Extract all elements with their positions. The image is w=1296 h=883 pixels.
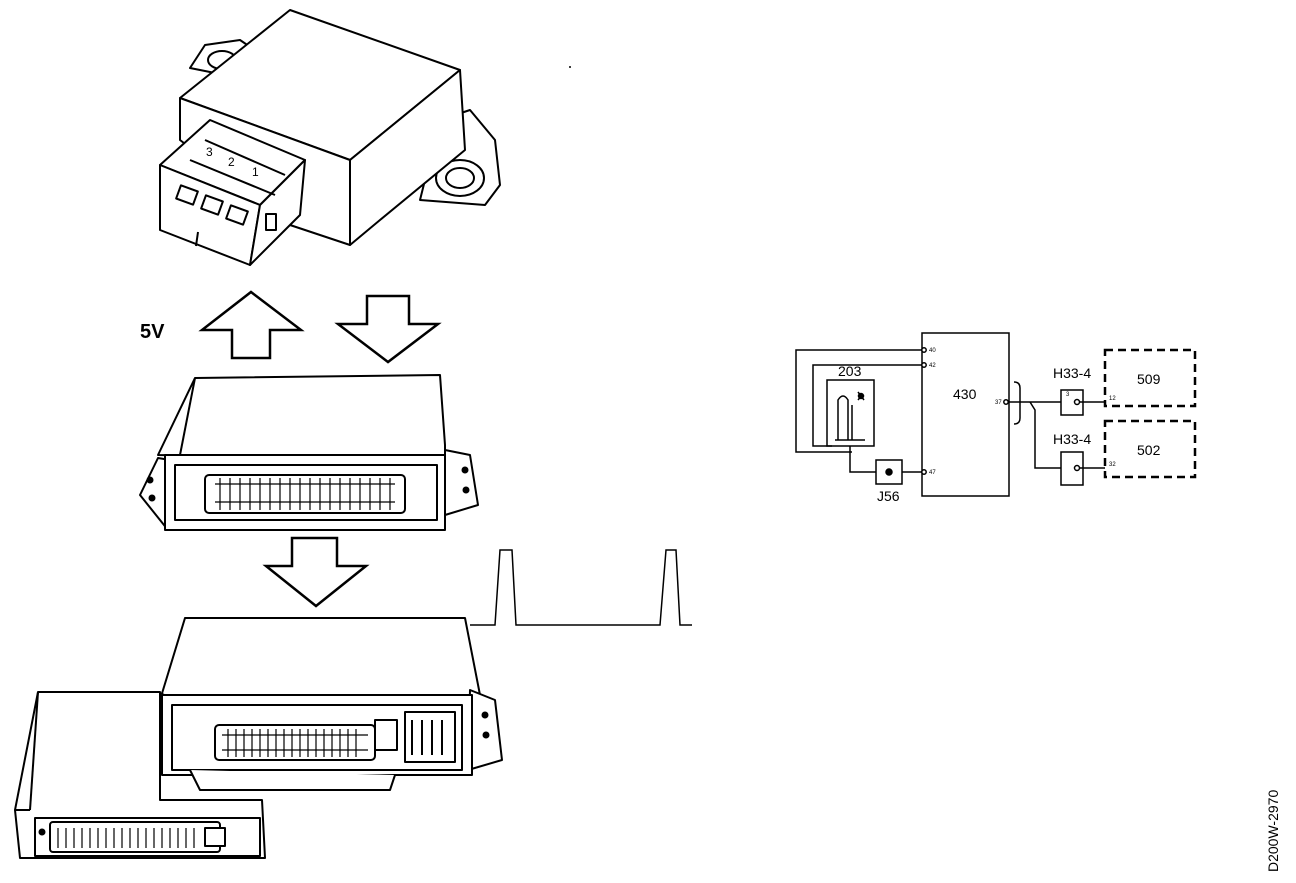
- supply-voltage-label: 5V: [140, 321, 165, 343]
- control-module-rear: [14, 691, 266, 859]
- component-top-label: 509: [1137, 371, 1161, 387]
- up-arrow-icon: [198, 290, 305, 360]
- control-module-front: [137, 617, 503, 791]
- component-502-box: [1103, 419, 1197, 479]
- connector-top-label: H33-4: [1053, 365, 1091, 381]
- control-unit-430: [921, 332, 1010, 497]
- svg-text:1: 1: [252, 165, 259, 179]
- pin-label: 40: [929, 348, 936, 354]
- down-arrow-lower-icon: [262, 536, 370, 608]
- test-connector-label: J56: [877, 488, 900, 504]
- wiring-schematic: [795, 332, 1197, 497]
- svg-text:2: 2: [228, 155, 235, 169]
- svg-text:3: 3: [206, 145, 213, 159]
- pin-label: 42: [929, 363, 936, 369]
- pulse-waveform: [470, 549, 692, 626]
- pin-label: 37: [995, 400, 1002, 406]
- sensor-label: 203: [838, 363, 862, 379]
- pin-label: 3: [1066, 392, 1070, 398]
- figure-id: D200W-2970: [1265, 790, 1281, 872]
- control-module-middle: [139, 374, 479, 531]
- pin-label: 12: [1109, 396, 1116, 402]
- throttle-position-sensor: 3 2 1: [159, 9, 501, 266]
- sensor-203-box: [826, 379, 875, 447]
- scan-speck: [569, 66, 571, 68]
- component-509-box: [1103, 348, 1197, 408]
- component-bottom-label: 502: [1137, 442, 1161, 458]
- pin-label: 32: [1109, 462, 1116, 468]
- control-unit-label: 430: [953, 386, 977, 402]
- down-arrow-icon: [334, 294, 442, 364]
- pin-label: 47: [929, 470, 936, 476]
- connector-bottom-label: H33-4: [1053, 431, 1091, 447]
